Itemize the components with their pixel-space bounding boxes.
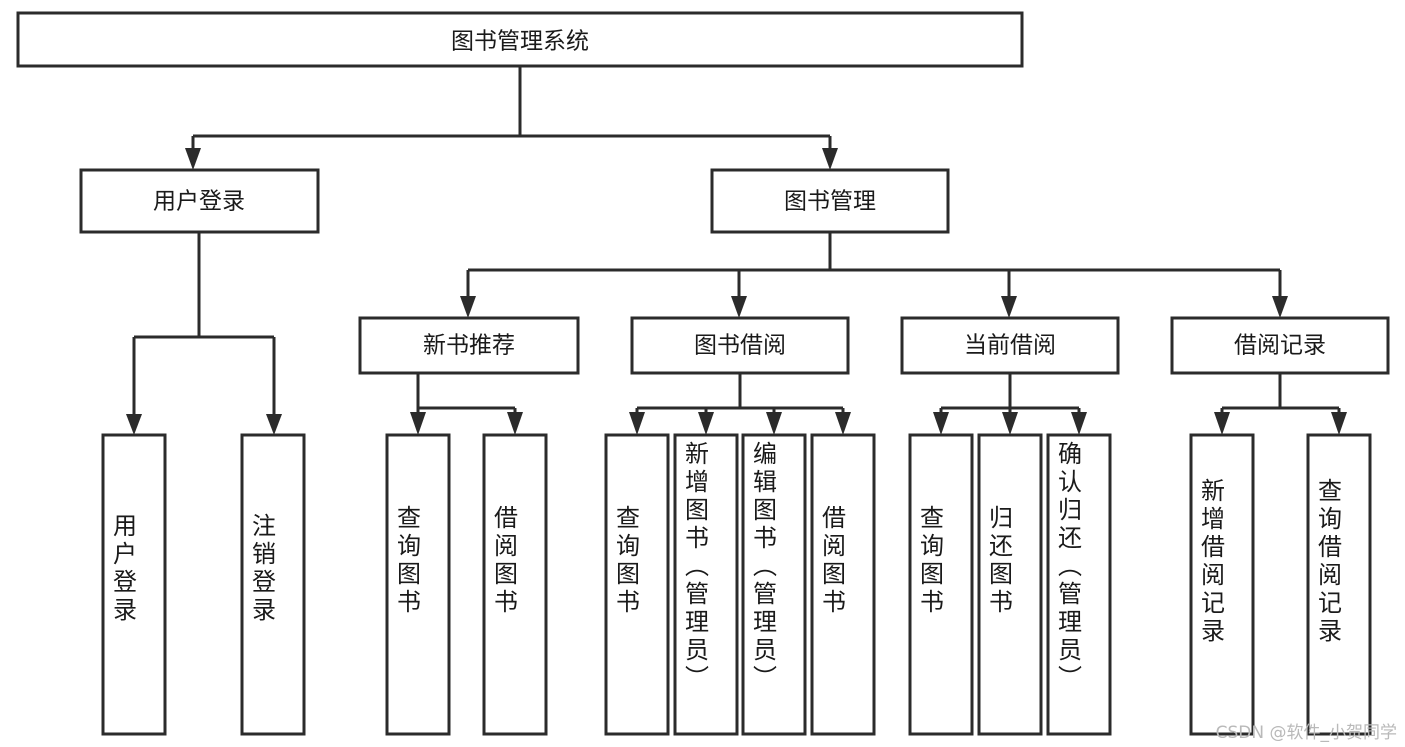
node-current-borrow-label: 当前借阅 <box>964 333 1056 359</box>
arrow-leaf-edit-book <box>766 412 782 435</box>
leaf-box-add-book[interactable] <box>673 433 739 736</box>
leaf-box-edit-book[interactable] <box>741 433 807 736</box>
arrow-to-current-borrow <box>1001 296 1017 318</box>
leaf-box-query-record[interactable] <box>1306 433 1372 736</box>
arrow-leaf-logout <box>266 414 282 435</box>
leaf-box-borrow-book-2[interactable] <box>810 433 876 736</box>
leaf-box-query-book-1[interactable] <box>385 433 451 736</box>
arrow-leaf-query-record <box>1331 412 1347 435</box>
arrow-leaf-user-login <box>126 414 142 435</box>
node-new-book-recommend[interactable]: 新书推荐 <box>358 316 580 375</box>
leaf-box-user-login[interactable] <box>101 433 167 736</box>
node-current-borrow[interactable]: 当前借阅 <box>900 316 1120 375</box>
leaf-box-add-record[interactable] <box>1189 433 1255 736</box>
arrow-to-book-mgmt <box>822 148 838 170</box>
arrow-to-user-login <box>185 148 201 170</box>
node-book-management[interactable]: 图书管理 <box>710 168 950 234</box>
arrow-leaf-borrow-book-2 <box>835 412 851 435</box>
arrow-leaf-query-book-1 <box>410 412 426 435</box>
arrow-leaf-return-book <box>1002 412 1018 435</box>
leaf-box-logout[interactable] <box>240 433 306 736</box>
leaf-box-query-book-2[interactable] <box>604 433 670 736</box>
watermark-text: CSDN @软件_小贺同学 <box>1215 723 1397 743</box>
node-borrow-record[interactable]: 借阅记录 <box>1170 316 1390 375</box>
node-borrow-record-label: 借阅记录 <box>1234 333 1326 359</box>
arrow-leaf-add-record <box>1214 412 1230 435</box>
node-root-box[interactable] <box>16 11 1024 68</box>
arrow-leaf-query-book-3 <box>933 412 949 435</box>
node-root-label: 图书管理系统 <box>451 29 589 55</box>
node-new-book-recommend-box[interactable] <box>358 316 580 375</box>
arrow-leaf-add-book <box>698 412 714 435</box>
node-book-borrow[interactable]: 图书借阅 <box>630 316 850 375</box>
leaf-box-confirm-return[interactable] <box>1046 433 1112 736</box>
node-user-login-box[interactable] <box>79 168 320 234</box>
leaf-box-return-book[interactable] <box>977 433 1043 736</box>
node-book-borrow-label: 图书借阅 <box>694 333 786 359</box>
node-current-borrow-box[interactable] <box>900 316 1120 375</box>
leaf-box-borrow-book-1[interactable] <box>482 433 548 736</box>
leaf-box-query-book-3[interactable] <box>908 433 974 736</box>
node-borrow-record-box[interactable] <box>1170 316 1390 375</box>
arrow-leaf-borrow-book-1 <box>507 412 523 435</box>
node-root[interactable]: 图书管理系统 <box>16 11 1024 68</box>
arrow-to-borrow-record <box>1272 296 1288 318</box>
node-user-login-label: 用户登录 <box>153 189 245 215</box>
arrow-leaf-confirm-return <box>1071 412 1087 435</box>
node-book-borrow-box[interactable] <box>630 316 850 375</box>
arrow-to-book-borrow <box>731 296 747 318</box>
node-book-management-box[interactable] <box>710 168 950 234</box>
node-book-management-label: 图书管理 <box>784 189 876 215</box>
arrow-to-new-book-rec <box>460 296 476 318</box>
node-new-book-recommend-label: 新书推荐 <box>423 333 515 359</box>
arrow-leaf-query-book-2 <box>629 412 645 435</box>
connector-group <box>126 66 1347 435</box>
node-user-login[interactable]: 用户登录 <box>79 168 320 234</box>
